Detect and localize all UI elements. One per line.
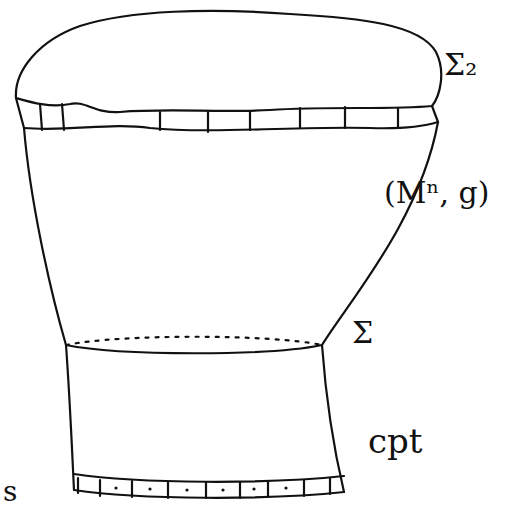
partial-label: s xyxy=(3,478,17,506)
top-cap xyxy=(16,11,441,112)
manifold-label: (Mⁿ, g) xyxy=(384,178,489,208)
sigma-back xyxy=(66,337,322,345)
sigma-front xyxy=(66,345,322,353)
top-band xyxy=(24,122,438,130)
bottom-band-ticks xyxy=(78,478,330,498)
bottom-band-dots xyxy=(114,486,287,491)
hypersurface-label: Σ xyxy=(352,318,373,348)
compact-note: cpt xyxy=(368,424,422,458)
boundary-label: Σ₂ xyxy=(444,50,477,80)
left-side xyxy=(24,128,74,490)
top-band-ends xyxy=(16,98,438,128)
top-band-ticks xyxy=(40,104,398,132)
